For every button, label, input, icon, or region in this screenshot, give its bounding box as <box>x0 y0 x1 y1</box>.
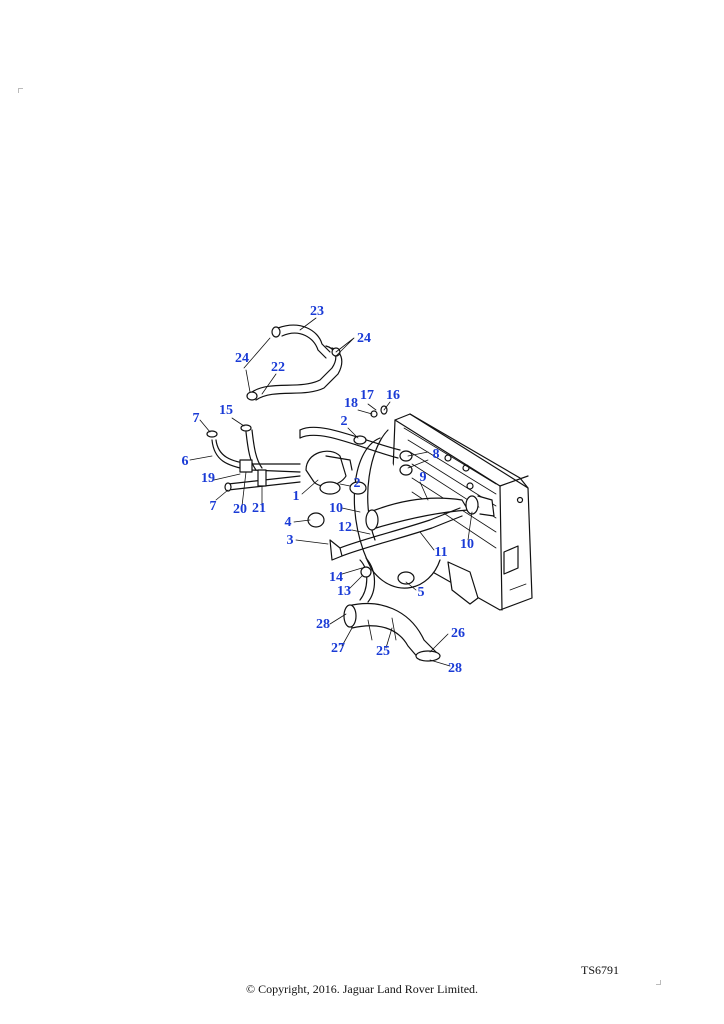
callout-1: 1 <box>292 489 300 504</box>
callout-10-left: 10 <box>329 501 343 516</box>
heater-pipes <box>206 424 401 492</box>
callout-4: 4 <box>284 515 292 530</box>
callout-9: 9 <box>419 470 427 485</box>
callout-2-lower: 2 <box>353 476 361 491</box>
thermostat-elbow <box>305 450 353 495</box>
callout-11: 11 <box>434 545 448 560</box>
callout-20: 20 <box>233 502 247 517</box>
callout-6: 6 <box>181 454 189 469</box>
callout-19: 19 <box>201 471 215 486</box>
callout-25: 25 <box>376 644 390 659</box>
callout-22: 22 <box>271 360 285 375</box>
callout-12: 12 <box>338 520 352 535</box>
callout-14: 14 <box>329 570 343 585</box>
callout-2-upper: 2 <box>340 414 348 429</box>
callout-24-left: 24 <box>235 351 249 366</box>
callout-26: 26 <box>451 626 465 641</box>
crop-mark-top-left <box>18 88 23 93</box>
callout-27: 27 <box>331 641 345 656</box>
top-hose <box>365 495 495 531</box>
callout-15: 15 <box>219 403 233 418</box>
callout-7-lower: 7 <box>209 499 217 514</box>
drawing-id: TS6791 <box>581 963 620 977</box>
callout-5: 5 <box>417 585 425 600</box>
callout-23: 23 <box>310 304 324 319</box>
callout-18: 18 <box>344 396 358 411</box>
callout-21: 21 <box>252 501 266 516</box>
copyright-notice: © Copyright, 2016. Jaguar Land Rover Lim… <box>245 982 479 996</box>
callout-8: 8 <box>432 447 440 462</box>
callout-28-right: 28 <box>448 661 462 676</box>
callout-13: 13 <box>337 584 351 599</box>
callout-3: 3 <box>286 533 294 548</box>
callout-28-left: 28 <box>316 617 330 632</box>
bottom-hose <box>343 602 441 662</box>
callout-17: 17 <box>360 388 374 403</box>
callout-7-upper: 7 <box>192 411 200 426</box>
bypass-pipe <box>329 507 463 603</box>
hose-clips <box>307 405 415 585</box>
callout-10-right: 10 <box>460 537 474 552</box>
heater-hose <box>246 324 343 401</box>
callout-16: 16 <box>386 388 400 403</box>
callout-24-top: 24 <box>357 331 371 346</box>
leader-lines <box>189 317 473 667</box>
